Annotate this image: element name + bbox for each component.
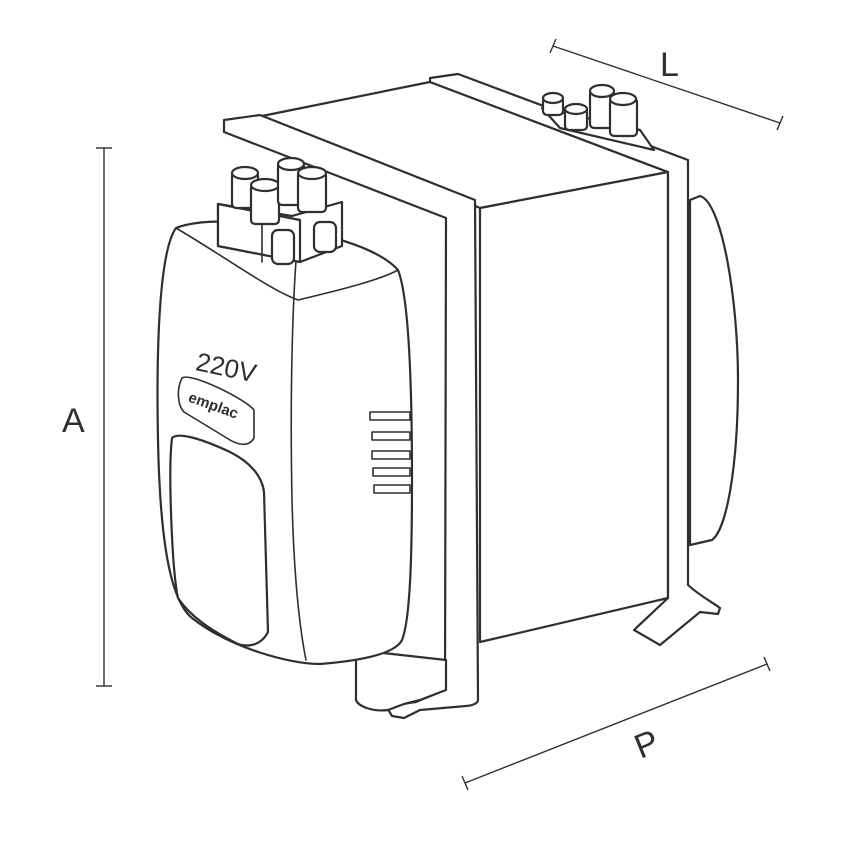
front-bracket-foot: [354, 648, 448, 712]
rear-screw-4: [608, 91, 639, 138]
dimension-a: A: [62, 147, 112, 687]
terminal-cover-top-edge: [175, 227, 399, 301]
rear-screw-2: [563, 102, 589, 132]
rear-terminal-block: [540, 83, 656, 152]
dimension-a-label: A: [62, 402, 85, 440]
dimension-p-label: P: [629, 723, 664, 767]
back-coil: [688, 194, 740, 547]
front-terminal-block: [216, 156, 344, 266]
terminal-cover-edge: [290, 235, 307, 661]
rear-bracket: [428, 72, 722, 647]
core-right-face: [478, 170, 670, 644]
rear-screw-3: [588, 83, 616, 130]
socket-panel: [169, 434, 270, 647]
dimension-l-label: L: [660, 46, 679, 84]
front-screw-2: [249, 177, 281, 226]
dimension-l: L: [549, 38, 784, 131]
dimension-p: P: [461, 656, 771, 791]
rear-screw-1: [541, 91, 565, 117]
front-screw-4: [296, 165, 328, 214]
vent-slots: [369, 411, 411, 494]
